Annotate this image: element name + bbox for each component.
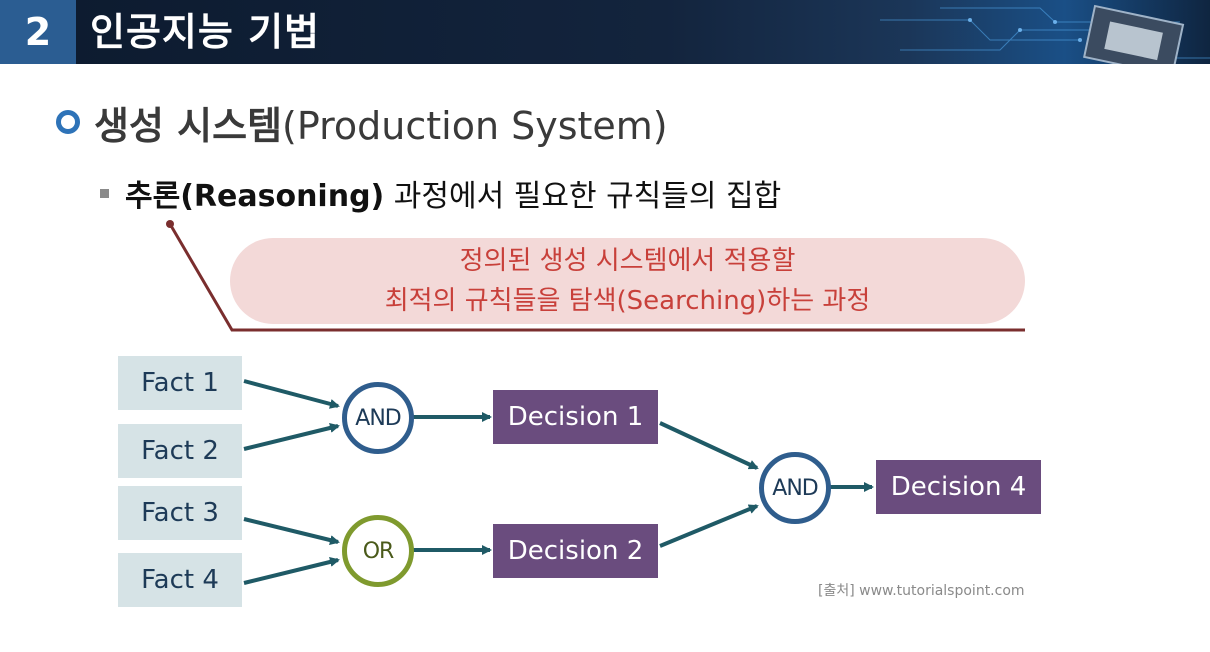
sub-bullet-term: 추론(Reasoning): [125, 179, 385, 214]
callout-line-2: 최적의 규칙들을 탐색(Searching)하는 과정: [384, 286, 871, 316]
fact-1-box: Fact 1: [118, 356, 242, 410]
heading-english: (Production System): [282, 103, 668, 148]
arrow-fact1-and: [243, 379, 340, 409]
fact-2-box: Fact 2: [118, 424, 242, 478]
decision-1-box: Decision 1: [493, 390, 658, 444]
section-title: 인공지능 기법: [90, 10, 320, 54]
callout-bubble: 정의된 생성 시스템에서 적용할 최적의 규칙들을 탐색(Searching)하…: [230, 238, 1025, 324]
arrow-decision2-and: [659, 504, 759, 548]
sub-bullet: 추론(Reasoning) 과정에서 필요한 규칙들의 집합: [100, 168, 781, 218]
circuit-board-decoration: [880, 4, 1210, 64]
title-bar: 2 인공지능 기법: [0, 0, 1210, 64]
fact-4-box: Fact 4: [118, 553, 242, 607]
square-bullet-icon: [100, 188, 109, 198]
decision-2-box: Decision 2: [493, 524, 658, 578]
main-heading: 생성 시스템(Production System): [56, 96, 668, 148]
and-gate-2: AND: [759, 452, 831, 524]
callout-line-1: 정의된 생성 시스템에서 적용할: [459, 246, 796, 276]
or-gate: OR: [342, 515, 414, 587]
arrow-fact4-or: [243, 557, 340, 585]
callout-pointer-line: [166, 220, 1025, 332]
decision-4-box: Decision 4: [876, 460, 1041, 514]
section-number: 2: [0, 0, 76, 64]
arrow-fact2-and: [243, 423, 340, 451]
sub-bullet-text: 과정에서 필요한 규칙들의 집합: [384, 179, 782, 214]
source-citation: [출처] www.tutorialspoint.com: [818, 583, 1025, 599]
and-gate-1: AND: [342, 382, 414, 454]
ring-bullet-icon: [56, 110, 80, 134]
fact-3-box: Fact 3: [118, 486, 242, 540]
heading-term: 생성 시스템: [94, 103, 283, 148]
arrow-fact3-or: [243, 517, 340, 545]
arrow-decision1-and: [659, 421, 759, 470]
